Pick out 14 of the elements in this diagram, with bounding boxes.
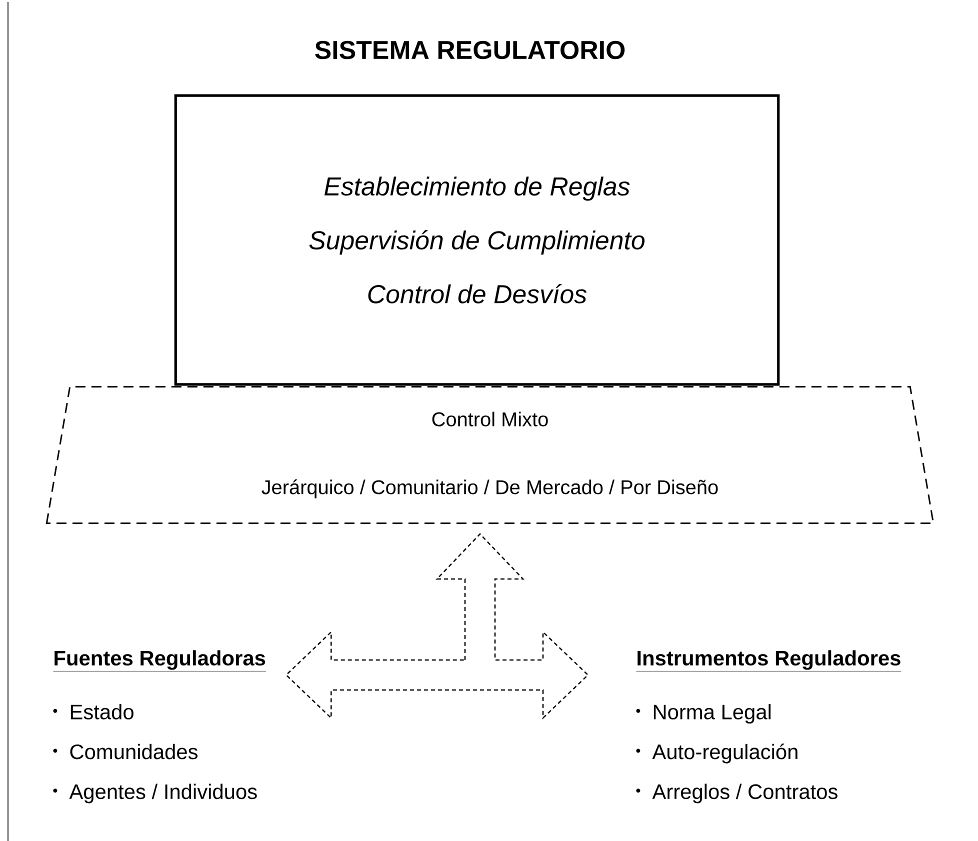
title: SISTEMA REGULATORIO <box>315 40 625 60</box>
node-label: Auto-regulación <box>652 744 798 764</box>
list-block: Instrumentos Reguladores Norma Legal Auto-regulación Arreglos / Contratos <box>636 650 902 804</box>
process-box: Establecimiento de Reglas Supervisión de Cumplimiento Control de Desvíos <box>174 94 780 386</box>
node-label: Agentes / Individuos <box>69 784 257 804</box>
node-label: Instrumentos Reguladores <box>638 650 900 670</box>
list-block: Fuentes Reguladoras Estado Comunidades Agentes / Individuos <box>53 650 266 804</box>
three-way-arrow <box>285 533 589 720</box>
trapezoid-band: Control Mixto Jerárquico / Comunitario / De Mercado / Por Diseño <box>46 386 934 524</box>
node-label: Arreglos / Contratos <box>652 784 838 804</box>
node-label: Estado <box>70 704 134 720</box>
node-label: Fuentes Reguladoras <box>54 650 266 670</box>
node-label: Comunidades <box>70 744 198 760</box>
node-label: Norma Legal <box>654 704 771 724</box>
